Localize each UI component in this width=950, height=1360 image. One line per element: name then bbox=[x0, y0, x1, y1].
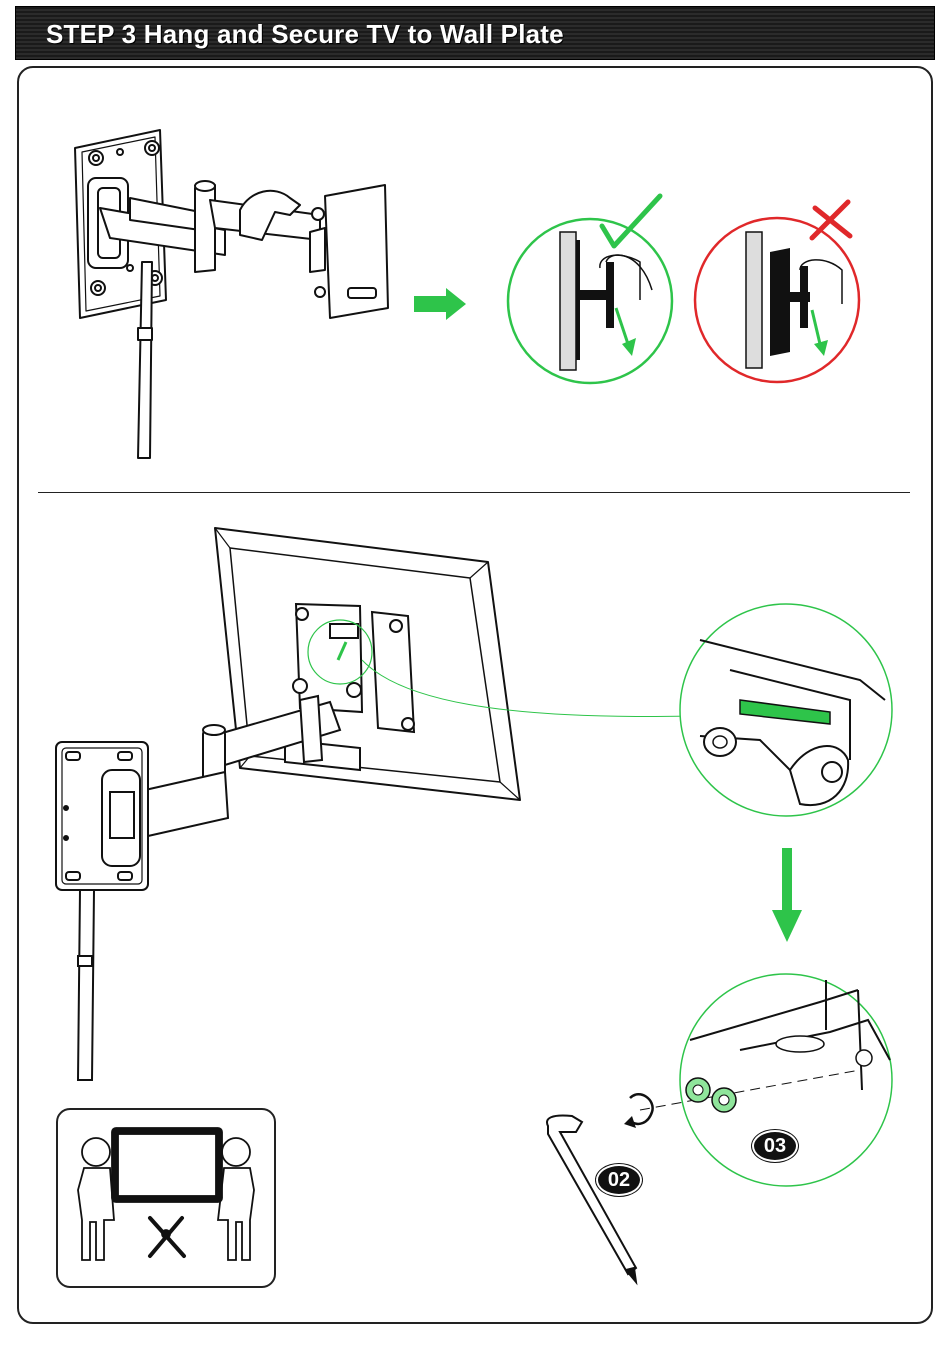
two-person-install-box bbox=[56, 1108, 276, 1288]
incorrect-detail-circle bbox=[695, 218, 859, 382]
zoom-detail-hook bbox=[680, 604, 892, 816]
part-badge-screw: 03 bbox=[752, 1130, 798, 1162]
hex-key-tool bbox=[547, 1115, 636, 1282]
tv-panel bbox=[215, 528, 520, 800]
top-mount-assembly bbox=[75, 130, 388, 458]
two-person-icon bbox=[58, 1110, 274, 1286]
arrow-icon bbox=[414, 288, 466, 320]
bottom-wall-plate bbox=[56, 742, 148, 1080]
part-badge-screwdriver: 02 bbox=[596, 1164, 642, 1196]
rotate-arrow-icon bbox=[624, 1094, 653, 1128]
correct-detail-circle bbox=[508, 219, 672, 383]
arrow-icon bbox=[772, 848, 802, 942]
x-mark-icon bbox=[812, 202, 850, 238]
